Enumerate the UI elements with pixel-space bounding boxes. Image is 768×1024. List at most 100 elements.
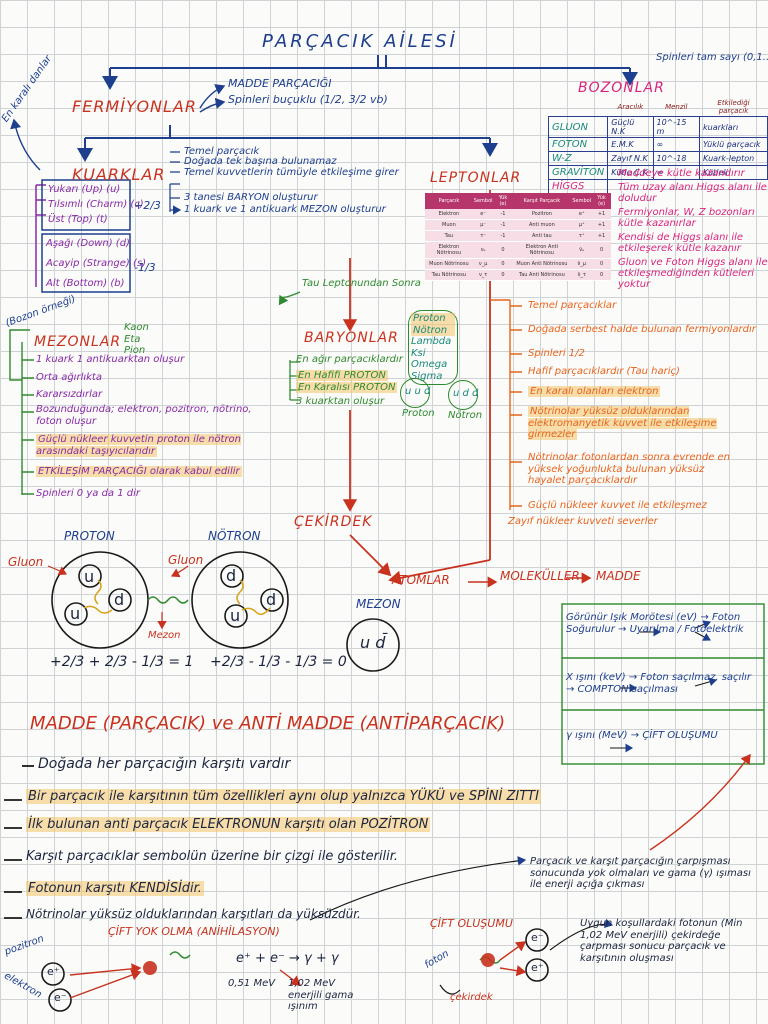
table-cell: ∞	[652, 137, 701, 152]
lepton-note: Hafif parçacıklardır (Tau hariç)	[528, 366, 680, 377]
table-cell: ν̄_μ	[571, 258, 593, 270]
mezon-note: Orta ağırlıkta	[36, 372, 102, 383]
bozonlar-heading: BOZONLAR	[578, 80, 665, 96]
antimadde-line: Bir parçacık ile karşıtının tüm özellikl…	[26, 789, 541, 804]
kuark-up: Yukarı (Up) (u)	[48, 184, 121, 195]
higgs-note: Tüm uzay alanı Higgs alanı ile doludur	[618, 182, 767, 204]
table-row: FOTON E.M.K ∞ Yüklü parçacık	[547, 137, 768, 152]
gluon-label-2: Gluon	[168, 553, 204, 567]
antimadde-line: Nötrinolar yüksüz olduklarından karşıtla…	[26, 907, 361, 921]
gluon-label-1: Gluon	[8, 555, 44, 569]
mezon-note: Güçlü nükleer kuvvetin proton ile nötron…	[36, 434, 242, 457]
table-cell: Muon Nötrinosu	[425, 258, 473, 270]
spin-energy-note: 0,51 MeV	[228, 978, 276, 989]
pair-production-note: Uygun koşullardaki fotonun (Min 1,02 MeV…	[580, 918, 743, 964]
positron-symbol: e⁺	[531, 961, 544, 974]
mezon-note: Bozunduğunda; elektron, pozitron, nötrin…	[36, 404, 252, 427]
table-cell: Elektron Anti Nötrinosu	[512, 241, 572, 259]
antimadde-line-wrap: İlk bulunan anti parçacık ELEKTRONUN kar…	[26, 817, 431, 833]
kuark-bottom: Alt (Bottom) (b)	[46, 278, 125, 289]
table-cell: -1	[493, 209, 513, 220]
lepton-header: Parçacık	[425, 193, 473, 209]
lepton-note-wrap: En karalı olanları elektron	[528, 386, 661, 398]
bozon-table: Aracılık Menzil Etkilediği parçacık GLUO…	[547, 98, 768, 194]
annihilation-reaction: e⁺ + e⁻ → γ + γ	[236, 951, 339, 966]
table-cell: 0	[493, 269, 513, 281]
charge-up: +2/3	[134, 199, 161, 212]
table-cell: Elektron	[425, 209, 473, 220]
mezon-quarks: u d̄	[360, 633, 386, 652]
table-cell: Tau Nötrinosu	[425, 269, 473, 281]
table-cell: ν̄ₑ	[571, 241, 593, 259]
baryon-note: 3 kuarktan oluşur	[296, 396, 385, 407]
bozon-name: W-Z	[547, 151, 609, 166]
higgs-note: Maddeye kütle kazandırır	[618, 168, 745, 179]
table-cell: 0	[493, 258, 513, 270]
table-cell: Güçlü N.K	[607, 116, 654, 138]
antimadde-title: MADDE (PARÇACIK) ve ANTİ MADDE (ANTİPARÇ…	[30, 713, 506, 734]
fermiyon-note-spin: Spinleri buçuklu (1/2, 3/2 vb)	[228, 93, 388, 106]
baryon-note-wrap: En Hafifi PROTON	[296, 370, 388, 382]
proton-equation: +2/3 + 2/3 - 1/3 = 1	[50, 654, 194, 670]
table-cell: kuarkları	[699, 116, 768, 138]
baryon-example: Nötron	[411, 324, 455, 336]
baryonlar-heading: BARYONLAR	[304, 330, 399, 346]
table-cell: ν_τ	[472, 269, 494, 281]
chain-atomlar: ATOMLAR	[392, 573, 450, 587]
mezon-note-wrap: ETKİLEŞİM PARÇACIĞI olarak kabul edilir	[36, 466, 242, 478]
lepton-note: Temel parçacıklar	[528, 300, 617, 311]
photon-row-visible: Görünür Işık Morötesi (eV) → Foton Soğur…	[566, 612, 744, 635]
antimadde-line: İlk bulunan anti parçacık ELEKTRONUN kar…	[26, 817, 431, 832]
lepton-header: Yük (e)	[592, 193, 611, 209]
mezon-exchange-label: Mezon	[148, 630, 181, 641]
table-cell: Yüklü parçacık	[699, 137, 768, 152]
cift-olusumu-label: ÇİFT OLUŞUMU	[430, 917, 513, 930]
table-cell: Elektron Nötrinosu	[425, 241, 473, 259]
table-cell: -1	[493, 219, 513, 231]
table-row: GLUON Güçlü N.K 10^-15 m kuarkları	[547, 116, 768, 138]
table-cell: μ⁻	[472, 219, 494, 231]
table-cell: Tau Anti Nötrinosu	[512, 269, 572, 281]
table-cell: Anti tau	[512, 230, 572, 242]
lepton-note: Nötrinolar fotonlardan sonra evrende en …	[528, 452, 731, 486]
lepton-header: Sembol	[472, 193, 494, 209]
electron-symbol: e⁻	[531, 931, 544, 944]
table-row: W-Z Zayıf N.K 10^-18 Kuark-lepton	[547, 151, 768, 166]
bozon-spin-note: Spinleri tam sayı (0,1...)	[656, 52, 768, 63]
mezon-note: Kararsızdırlar	[36, 389, 103, 400]
mezon-note-wrap: Güçlü nükleer kuvvetin proton ile nötron…	[36, 434, 266, 457]
table-cell: -1	[493, 230, 513, 242]
baryon-example: Lambda	[411, 336, 452, 347]
quark-u: u	[230, 606, 241, 625]
positron-symbol: e⁺	[47, 965, 60, 978]
kuark-charm: Tılsımlı (Charm) (c)	[48, 199, 144, 210]
neutron-label: Nötron	[448, 410, 483, 421]
antimadde-line-wrap: Fotonun karşıtı KENDİSİdir.	[26, 881, 204, 897]
tau-note: Tau Leptonundan Sonra	[302, 278, 421, 289]
kuark-note: Temel kuvvetlerin tümüyle etkileşime gir…	[184, 167, 399, 178]
leptonlar-heading: LEPTONLAR	[430, 170, 522, 186]
electron-symbol: e⁻	[54, 991, 67, 1004]
mezon-example: Eta	[124, 334, 141, 345]
cekirdek-label: ÇEKİRDEK	[294, 514, 373, 530]
antimadde-line: Doğada her parçacığın karşıtı vardır	[38, 756, 291, 772]
cift-yok-olma-label: ÇİFT YOK OLMA (ANİHİLASYON)	[108, 925, 280, 938]
antimadde-line-wrap: Bir parçacık ile karşıtının tüm özellikl…	[26, 789, 541, 805]
neutron-quarks: u d d	[453, 388, 479, 399]
table-cell: μ⁺	[571, 219, 593, 231]
lepton-note: Güçlü nükleer kuvvet ile etkileşmez	[528, 500, 707, 511]
photon-row-gamma: γ ışını (MeV) → ÇİFT OLUŞUMU	[566, 730, 718, 741]
table-cell: ν̄_τ	[571, 269, 593, 281]
table-cell: Tau	[425, 230, 473, 242]
kuark-note: 3 tanesi BARYON oluşturur	[184, 192, 318, 203]
quark-d: d	[226, 566, 237, 585]
kuark-note: 1 kuark ve 1 antikuark MEZON oluşturur	[184, 204, 386, 215]
higgs-note: Gluon ve Foton Higgs alanı ile etkileşme…	[618, 257, 768, 290]
neutron-equation: +2/3 - 1/3 - 1/3 = 0	[210, 654, 347, 670]
table-cell: e⁻	[472, 209, 494, 220]
kuark-strange: Acayip (Strange) (s)	[46, 258, 147, 269]
